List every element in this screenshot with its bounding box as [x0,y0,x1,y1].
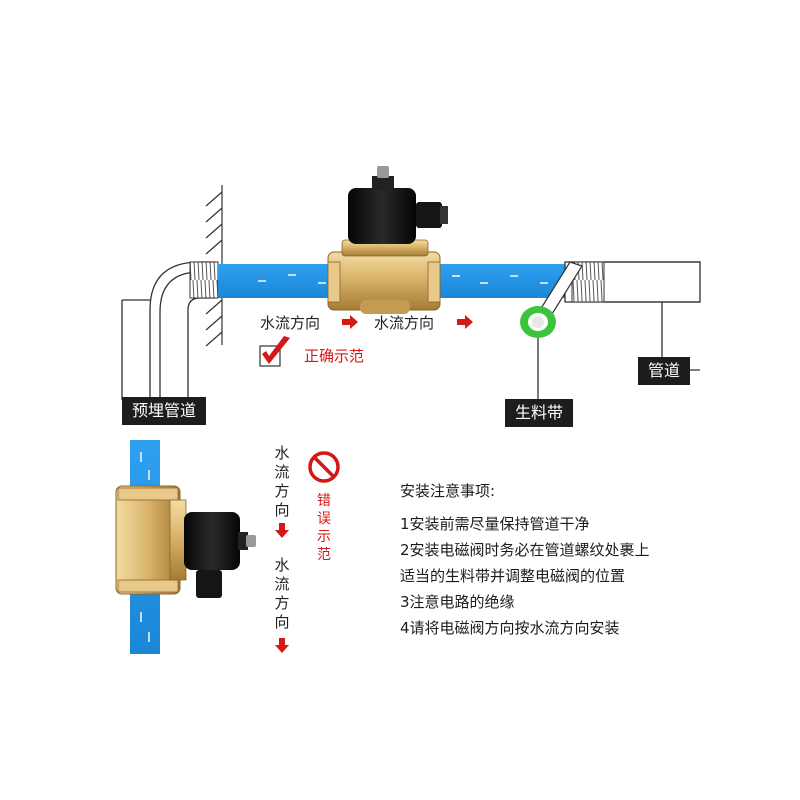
notes-title: 安装注意事项: [400,482,496,500]
flow-direction-vertical-2: 水流方向 [274,556,290,631]
prohibited-icon [308,451,340,483]
arrow-right-icon [457,315,473,329]
notes-item: 适当的生料带并调整电磁阀的位置 [400,567,626,585]
notes-item: 2安装电磁阀时务必在管道螺纹处裹上 [400,541,650,559]
wrong-example-text: 错误示范 [317,493,331,563]
label-embedded-pipe: 预埋管道 [122,397,207,425]
flow-direction-text-2: 水流方向 [374,314,435,332]
elbow-thread [189,261,219,299]
label-teflon-tape: 生料带 [505,399,574,427]
teflon-tape-roll [520,306,556,338]
notes-item: 4请将电磁阀方向按水流方向安装 [400,619,620,637]
label-pipe: 管道 [638,357,691,385]
notes-item: 1安装前需尽量保持管道干净 [400,515,590,533]
solenoid-valve-side [115,485,256,598]
flow-direction-text-1: 水流方向 [260,314,321,332]
installation-notes: 安装注意事项: 1安装前需尽量保持管道干净 2安装电磁阀时务必在管道螺纹处裹上 … [400,478,790,641]
solenoid-valve-top [327,166,448,314]
correct-example-text: 正确示范 [304,347,365,365]
arrow-down-icon [275,523,289,538]
arrow-right-icon [342,315,358,329]
flow-direction-vertical-1: 水流方向 [274,444,290,519]
arrow-down-icon [275,638,289,653]
water-dashes [258,274,548,284]
checkmark-icon [259,336,290,367]
notes-item: 3注意电路的绝缘 [400,593,515,611]
